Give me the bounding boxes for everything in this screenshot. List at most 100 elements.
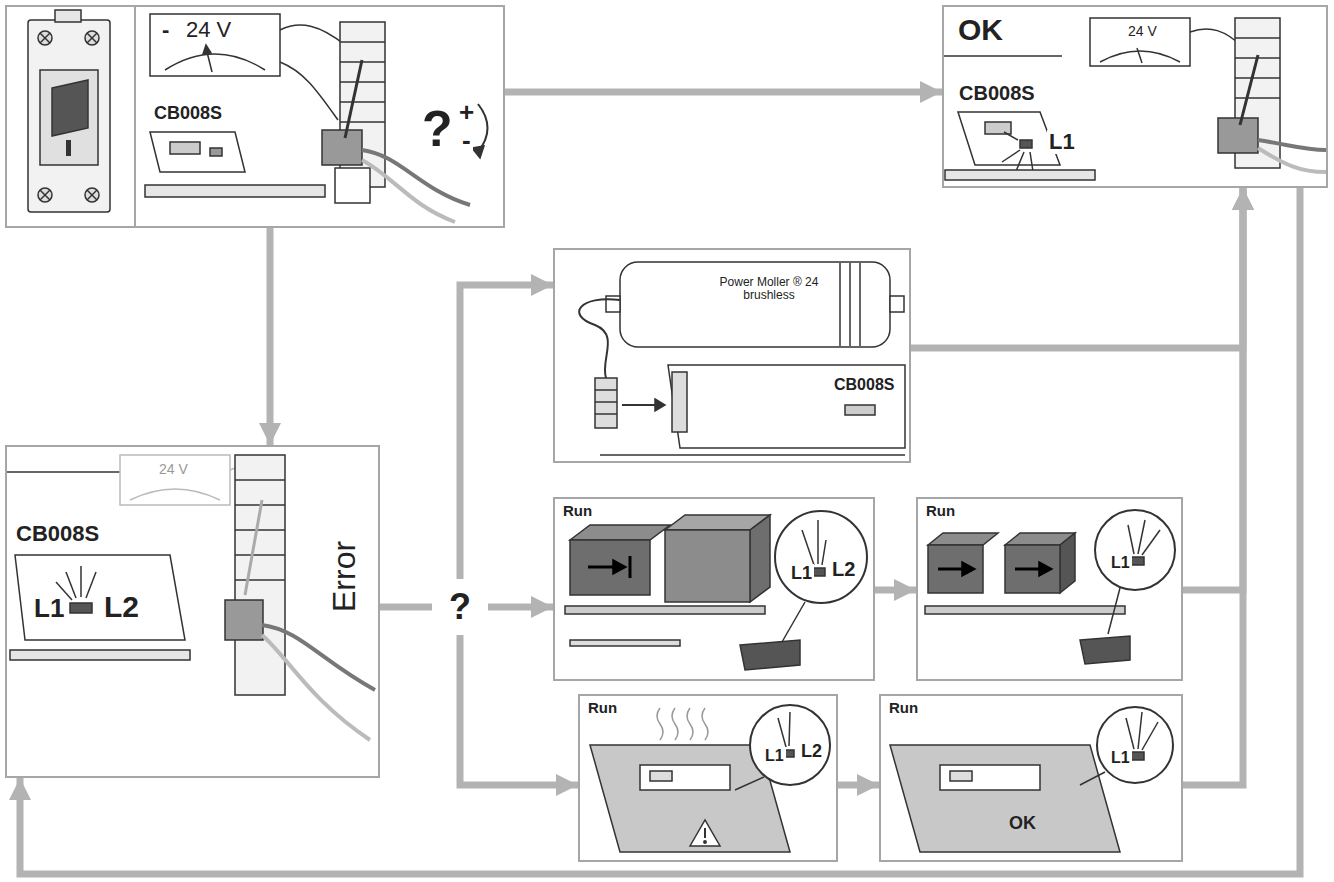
breaker-symbol-part: [55, 10, 81, 22]
terminal-block-part: [340, 81, 385, 83]
status-plate: OK: [1007, 814, 1038, 834]
led-label: L1: [763, 747, 786, 765]
meter-reading: 24 V: [157, 462, 190, 477]
moving-load-illustration-part: [1039, 562, 1052, 576]
motor-illustration-part: [668, 365, 905, 448]
breaker-symbol-part: [87, 33, 97, 43]
moving-load-illustration-part: [938, 568, 964, 571]
error-illustration-part: [262, 625, 375, 690]
breaker-symbol-part: [38, 31, 52, 45]
motor-illustration-part: [655, 399, 665, 411]
motor-illustration-part: [600, 454, 905, 456]
motor-illustration-part: [672, 372, 687, 432]
overheat-illustration-part: [789, 712, 790, 746]
moving-load-illustration-part: [925, 606, 1125, 614]
ok-illustration-part: [1235, 77, 1280, 79]
cooled-illustration-part: [1130, 752, 1144, 760]
motor-illustration-part: [595, 401, 617, 403]
error-illustration-part: [225, 600, 263, 640]
meter-reading: 24 V: [184, 18, 233, 42]
ok-illustration-part: [1235, 97, 1280, 99]
motor-label: Power Moller ® 24 brushless: [702, 276, 836, 302]
breaker-symbol-part: [38, 188, 52, 202]
breaker-symbol-part: [87, 190, 97, 200]
step-panel: OK24 VCB008SL1: [942, 5, 1328, 188]
blocked-load-illustration-part: [750, 515, 770, 602]
moving-load-illustration-part: [1060, 533, 1075, 593]
terminal-block-part: [478, 104, 488, 152]
blocked-load-illustration-part: [629, 556, 632, 578]
connector-group: [20, 92, 1300, 874]
breaker-symbol-part: [85, 188, 99, 202]
ok-illustration-part: [1020, 140, 1032, 148]
controller-box-part: [145, 185, 325, 197]
motor-illustration-part: [579, 299, 620, 378]
error-illustration-part: [15, 555, 185, 640]
cooled-illustration-part: [1097, 707, 1173, 783]
breaker-symbol-part: [28, 20, 110, 212]
controller-model: CB008S: [832, 376, 896, 394]
motor-illustration-part: [595, 413, 617, 415]
terminal-block-part: [345, 60, 362, 138]
overheat-illustration-part: [672, 708, 678, 740]
flow-arrow: [20, 188, 1300, 874]
error-illustration-part: [130, 489, 220, 500]
ok-illustration-part: [942, 55, 1062, 57]
controller-box: [145, 132, 325, 197]
blocked-load-illustration-part: [588, 566, 615, 569]
terminal-block-part: [340, 41, 385, 43]
motor-illustration-part: [849, 263, 851, 346]
cooled-illustration-part: [1126, 718, 1134, 749]
error-illustration-part: [245, 500, 262, 595]
error-illustration-part: [262, 635, 370, 740]
flow-arrow: [911, 188, 1243, 348]
breaker-symbol-part: [40, 70, 98, 165]
controller-model: CB008S: [957, 82, 1037, 104]
blocked-load-illustration-part: [740, 640, 800, 670]
blocked-load-illustration-part: [565, 606, 765, 614]
ok-illustration-part: [1240, 55, 1258, 125]
flow-arrow: [460, 635, 578, 785]
error-illustration-part: [70, 603, 92, 613]
ok-illustration-part: [1258, 140, 1326, 150]
motor-illustration-part: [595, 378, 617, 428]
error-illustration-part: [235, 455, 285, 695]
step-panel: Power Moller ® 24 brushlessCB008S: [553, 248, 911, 463]
error-illustration-part: [235, 554, 285, 556]
led-label: L1: [789, 564, 814, 584]
cooled-illustration-part: [1138, 712, 1142, 749]
breaker-symbol-part: [40, 190, 50, 200]
error-illustration-part: [86, 572, 96, 598]
led-label: L2: [799, 742, 824, 762]
terminal-block-part: [340, 101, 385, 103]
controller-box-part: [210, 148, 222, 156]
moving-load-illustration-part: [1130, 557, 1144, 565]
led-label: L1: [32, 594, 66, 623]
overheat-illustration: [590, 705, 830, 852]
led-label: L1: [1109, 554, 1132, 572]
ok-illustration-part: [1090, 18, 1190, 66]
step-title: Run: [924, 503, 957, 520]
overheat-illustration-part: [704, 841, 706, 843]
cooled-illustration-part: [940, 765, 1040, 790]
error-illustration-part: [235, 529, 285, 531]
blocked-load-illustration-part: [775, 511, 867, 603]
motor-illustration-part: [622, 404, 655, 406]
terminal-block-part: [472, 146, 484, 158]
voltmeter-part: [203, 45, 211, 54]
ok-illustration-part: [1137, 48, 1142, 63]
ok-illustration-part: [1235, 37, 1280, 39]
voltmeter-part: [280, 62, 338, 120]
ok-illustration-part: [1002, 150, 1020, 162]
ok-illustration-part: [958, 112, 1060, 165]
moving-load-illustration-part: [1138, 520, 1145, 554]
controller-box-part: [150, 132, 245, 172]
moving-load-illustration-part: [928, 545, 983, 593]
overheat-illustration-part: [657, 708, 663, 740]
blocked-load-illustration-part: [817, 520, 819, 564]
motor-illustration-part: [620, 262, 890, 347]
terminal-block-part: [335, 168, 370, 203]
